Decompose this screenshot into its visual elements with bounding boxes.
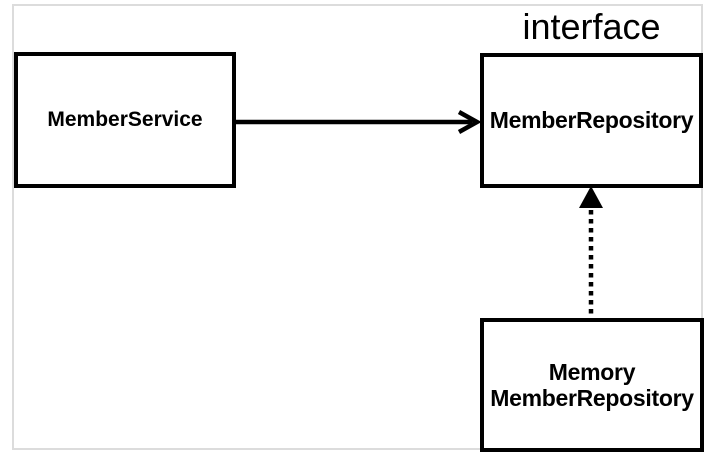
node-member-repository: MemberRepository (480, 53, 703, 188)
node-memory-member-repository-label-line1: Memory (548, 359, 636, 385)
interface-stereotype-label: interface (522, 6, 661, 47)
node-memory-member-repository: Memory MemberRepository (480, 318, 704, 452)
node-member-service: MemberService (14, 52, 236, 188)
node-member-service-label: MemberService (47, 108, 203, 131)
node-memory-member-repository-label-line2: MemberRepository (490, 385, 694, 411)
node-member-repository-label: MemberRepository (489, 107, 694, 133)
